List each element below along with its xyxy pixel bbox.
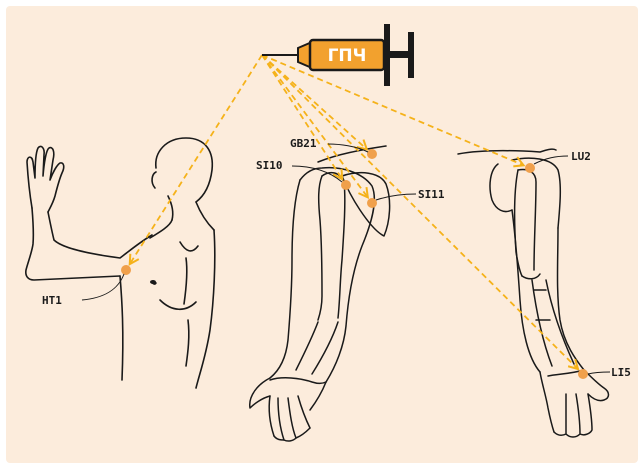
point-marker: [578, 369, 588, 379]
nipple-mark: [150, 280, 156, 284]
point-label: SI11: [418, 188, 445, 201]
point-marker: [341, 180, 351, 190]
point-marker: [367, 149, 377, 159]
syringe-plunger-rod: [390, 51, 410, 58]
point-label: LU2: [571, 150, 591, 163]
point-label: HT1: [42, 294, 62, 307]
point-marker: [121, 265, 131, 275]
diagram-panel: [6, 6, 638, 463]
syringe-flange: [384, 24, 390, 86]
point-marker: [367, 198, 377, 208]
point-marker: [525, 163, 535, 173]
syringe-label: ГПЧ: [328, 46, 367, 66]
point-label: GB21: [290, 137, 317, 150]
point-label: LI5: [611, 366, 631, 379]
syringe-plunger-head: [408, 32, 414, 78]
point-label: SI10: [256, 159, 283, 172]
